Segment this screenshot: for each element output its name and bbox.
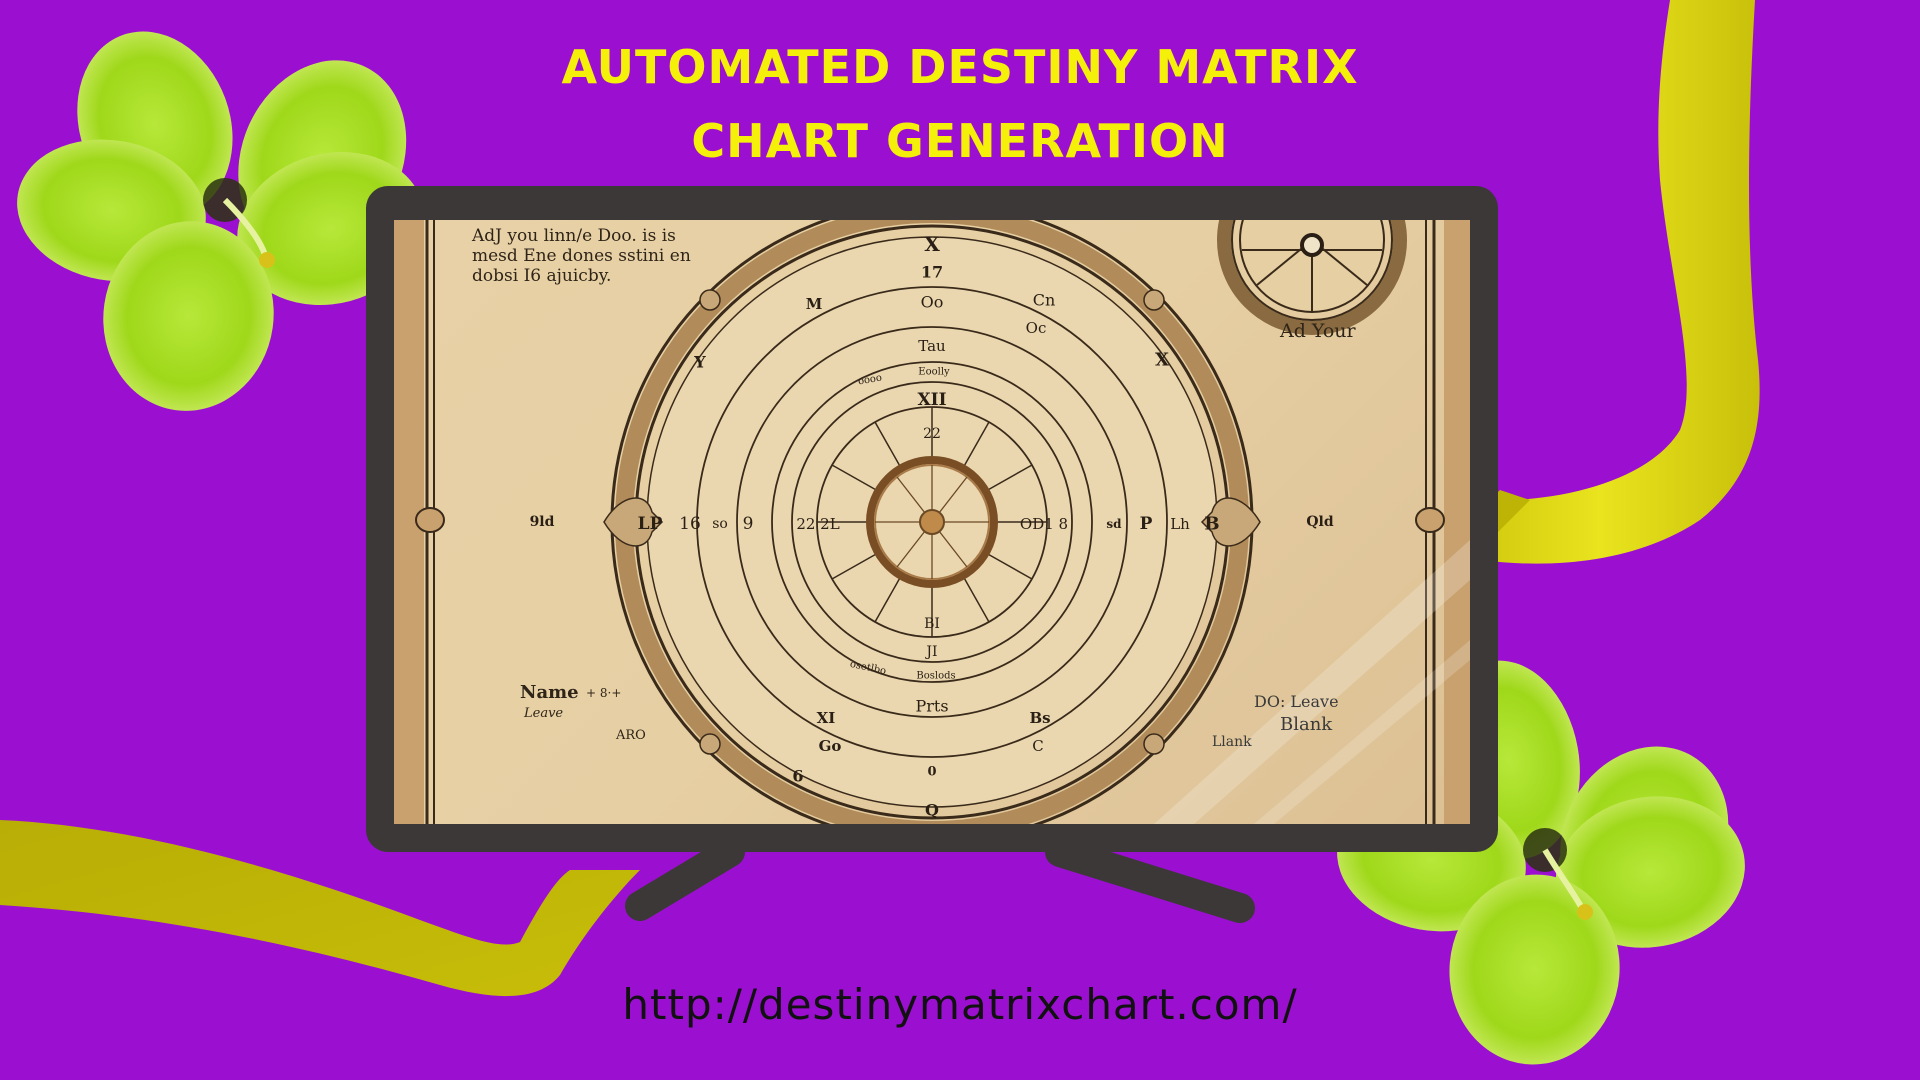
wheel-label-top-2: 17 [920,262,944,282]
wheel-label-top-4: Tau [918,337,946,355]
wheel-label-right-3: P [1139,514,1153,534]
mini-wheel-icon [1217,220,1407,335]
ring-text-3: Eoolly [918,366,950,378]
aro-label: ARO [616,728,646,743]
blank-label: Blank [1280,714,1333,735]
destiny-matrix-wheel-graphic [394,220,1470,824]
add-your-label: Ad Your [1280,320,1356,342]
wheel-label-top-1: X [924,232,940,256]
wheel-label-right-5: B [1204,513,1220,535]
leave-label: Leave [524,706,564,721]
wheel-label-bottom-4: 0 [927,764,937,780]
page-title-line-1: AUTOMATED DESTINY MATRIX [561,40,1359,94]
page-title-line-2: CHART GENERATION [691,114,1229,168]
wheel-glyph-5: Go [818,737,842,755]
wheel-glyph-10: 6 [792,766,804,786]
wheel-label-right-1: OD1 8 [1019,515,1069,533]
wheel-label-right-4: Lh [1170,515,1190,533]
wheel-glyph-2: Oc [1025,319,1047,337]
wheel-glyph-6: C [1032,737,1044,755]
wheel-label-left-1: 9ld [529,514,555,530]
wheel-label-bottom-1: BI [924,616,940,632]
name-suffix: + 8·+ [586,686,622,700]
wheel-label-right-6: Qld [1306,514,1334,530]
wheel-glyph-8: X [1155,349,1169,371]
wheel-label-left-5: 9 [742,514,754,534]
wheel-label-bottom-3: Prts [915,696,949,716]
monitor-screen: AdJ you linn/e Doo. is is mesd Ene dones… [394,220,1470,824]
wheel-label-top-5: XII [917,390,947,410]
wheel-glyph-4: XI [816,709,836,727]
wheel-label-top-3: Oo [920,292,944,312]
do-leave-label: DO: Leave [1254,692,1339,711]
wheel-label-top-6: 22 [923,426,941,442]
wheel-label-right-2: sd [1106,517,1122,531]
wheel-label-left-2: LP [637,514,663,534]
wheel-label-left-4: so [712,516,728,532]
intro-text: AdJ you linn/e Doo. is is mesd Ene dones… [472,226,691,286]
wheel-glyph-9: Bs [1029,709,1051,727]
wheel-label-left-3: 16 [679,514,701,534]
website-url[interactable]: http://destinymatrixchart.com/ [622,980,1298,1029]
wheel-glyph-7: Y [694,352,706,372]
wheel-label-left-6: 22 2L [796,515,840,533]
wheel-glyph-1: M [805,295,823,313]
ring-text-1: Boslods [916,670,956,682]
blank-small-label: Llank [1212,734,1252,750]
wheel-label-bottom-2: JI [926,644,938,660]
name-label: Name [520,682,579,703]
wheel-glyph-3: Cn [1032,290,1056,310]
wheel-label-bottom-5: Q [925,800,939,820]
